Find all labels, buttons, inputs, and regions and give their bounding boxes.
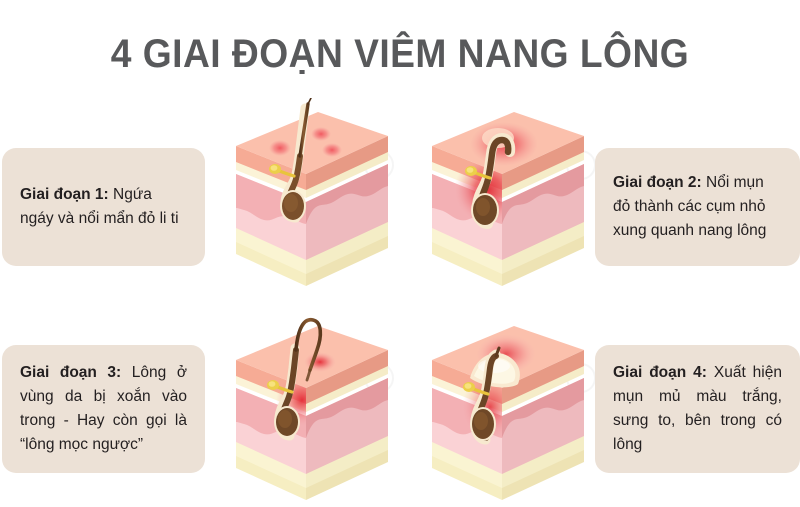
- page-title: 4 GIAI ĐOẠN VIÊM NANG LÔNG: [110, 32, 690, 76]
- caption-text-stage-3: Lông ở vùng da bị xoắn vào trong - Hay c…: [20, 363, 187, 454]
- caption-label-stage-2: Giai đoạn 2:: [613, 173, 702, 191]
- ingrown-hair: [294, 318, 323, 372]
- red-spot: [311, 127, 331, 141]
- caption-box-stage-2: Giai đoạn 2: Nổi mụn đỏ thành các cụm nh…: [595, 148, 800, 266]
- red-spot: [269, 140, 291, 156]
- skin-block-illustration-1: [222, 98, 397, 293]
- caption-box-stage-1: Giai đoạn 1: Ngứa ngáy và nổi mẩn đỏ li …: [2, 148, 205, 266]
- caption-label-stage-4: Giai đoạn 4:: [613, 363, 707, 381]
- caption-text-stage-1: Ngứa ngáy và nổi mẩn đỏ li ti: [20, 185, 179, 227]
- skin-block-illustration-3: [222, 312, 397, 507]
- caption-text-stage-2: Nổi mụn đỏ thành các cụm nhỏ xung quanh …: [613, 173, 767, 239]
- red-spot: [322, 143, 342, 157]
- caption-box-stage-3: Giai đoạn 3: Lông ở vùng da bị xoắn vào …: [2, 345, 205, 473]
- skin-block-illustration-2: [418, 98, 593, 293]
- caption-text-stage-4: Xuất hiện mụn mủ màu trắng, sưng to, bên…: [613, 363, 782, 454]
- caption-label-stage-1: Giai đoạn 1:: [20, 185, 109, 203]
- caption-box-stage-4: Giai đoạn 4: Xuất hiện mụn mủ màu trắng,…: [595, 345, 800, 473]
- skin-block-illustration-4: [418, 312, 593, 507]
- caption-label-stage-3: Giai đoạn 3:: [20, 363, 122, 381]
